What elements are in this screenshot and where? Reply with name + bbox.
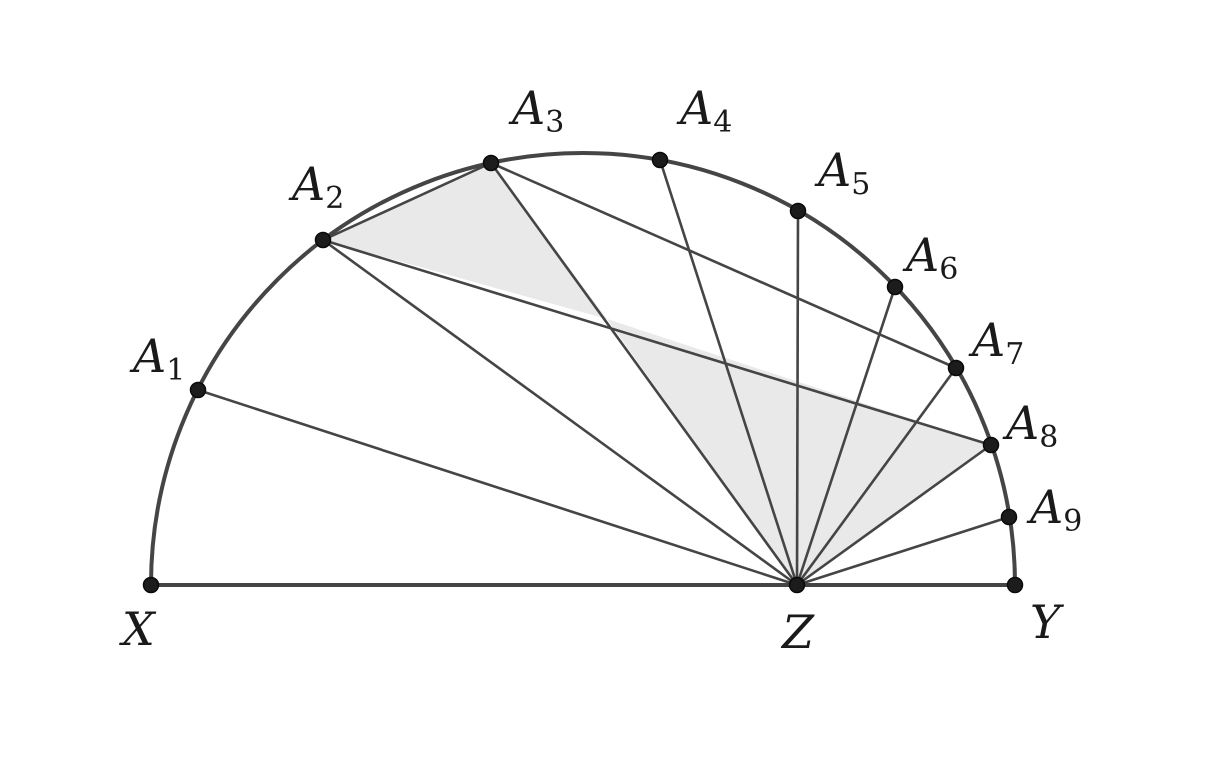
segment-A2-A3 <box>322 161 492 242</box>
segment-A4-Z <box>658 159 799 586</box>
point-A3 <box>482 154 500 172</box>
segment-A8-Z <box>796 443 992 587</box>
point-Z <box>788 576 806 594</box>
point-Y <box>1006 576 1024 594</box>
label-A9: A9 <box>1026 480 1082 539</box>
label-A3: A3 <box>508 81 564 140</box>
label-A6: A6 <box>902 228 958 287</box>
label-X: X <box>119 602 157 656</box>
point-A7 <box>947 359 965 377</box>
segment-A1-Z <box>197 388 798 587</box>
segment-A3-A7 <box>490 161 957 370</box>
shaded-triangle-bottom <box>607 319 991 585</box>
segment-A6-Z <box>795 286 897 586</box>
segment-A3-Z <box>489 162 799 586</box>
label-A4: A4 <box>676 81 732 140</box>
label-A1: A1 <box>129 329 185 388</box>
semicircle-arc <box>149 151 1017 586</box>
point-A5 <box>789 202 807 220</box>
point-A2 <box>314 231 332 249</box>
segment-A2-A8 <box>322 238 992 447</box>
segment-A9-Z <box>796 515 1010 587</box>
label-Z: Z <box>780 605 815 659</box>
point-X <box>142 576 160 594</box>
label-A5: A5 <box>814 143 870 202</box>
label-A8: A8 <box>1002 396 1058 455</box>
segment-A7-Z <box>795 367 958 586</box>
label-A7: A7 <box>968 313 1024 372</box>
label-A2: A2 <box>288 157 344 216</box>
shaded-triangle-top <box>323 163 607 319</box>
segment-A5-Z <box>795 210 800 586</box>
point-A6 <box>886 278 904 296</box>
segment-A2-Z <box>322 238 798 587</box>
label-Y: Y <box>1030 595 1065 649</box>
point-A4 <box>651 151 669 169</box>
point-A1 <box>189 381 207 399</box>
point-A9 <box>1000 508 1018 526</box>
point-A8 <box>982 436 1000 454</box>
